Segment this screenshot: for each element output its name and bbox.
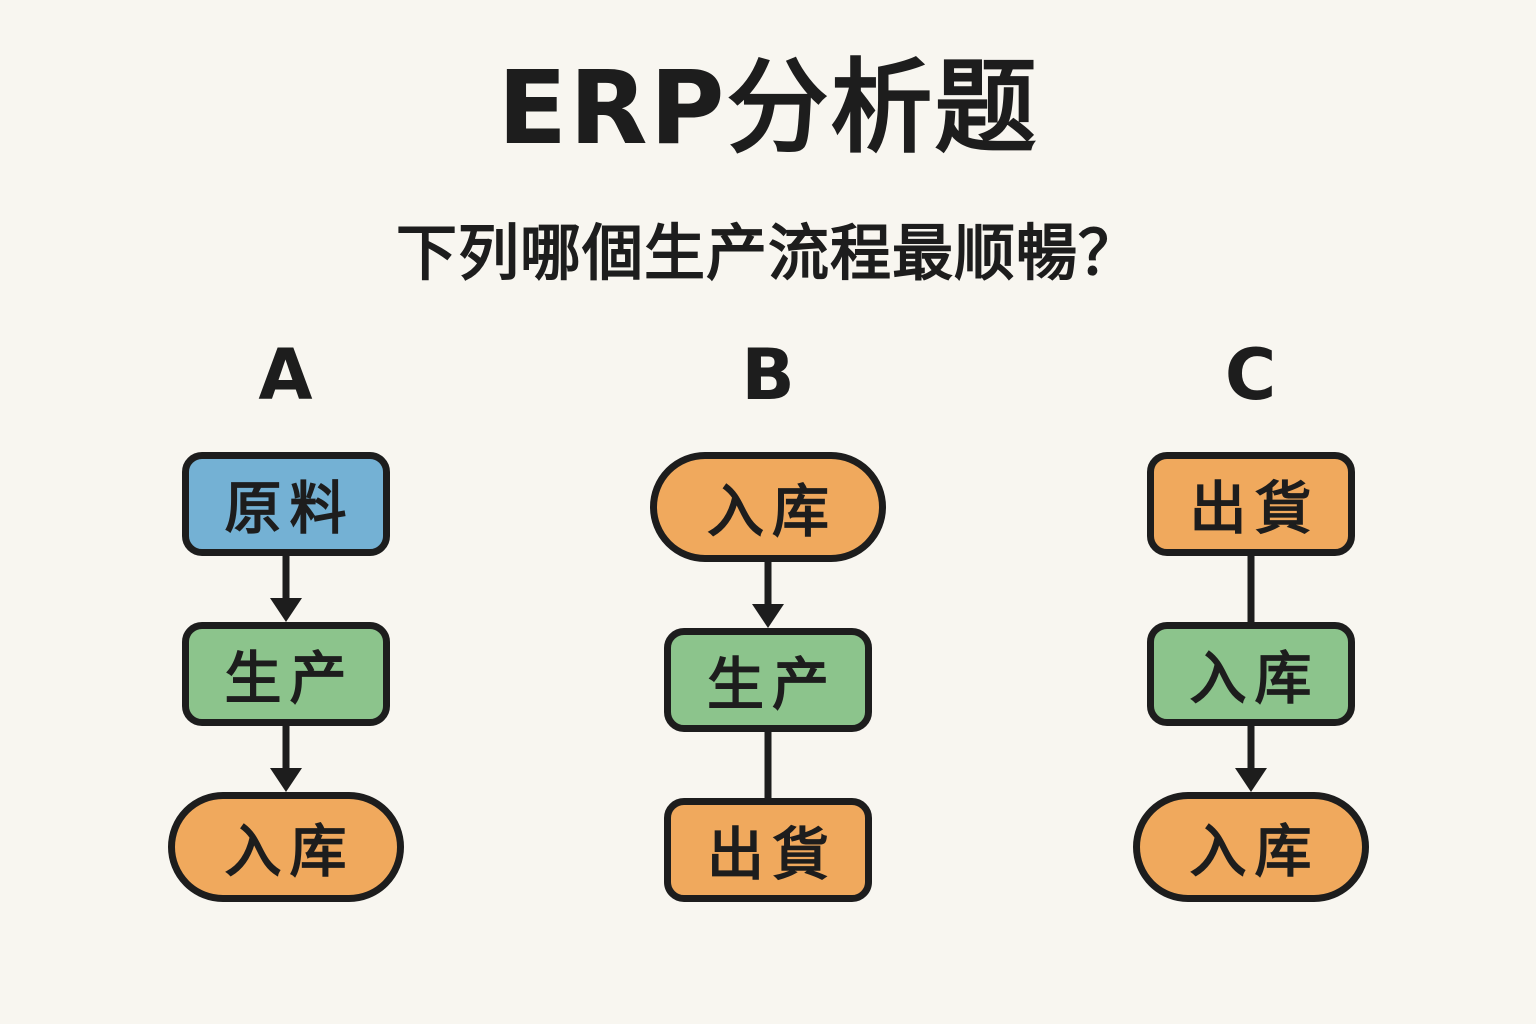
flow-options-row: A 原料 生产 入库 B 入库 生产 出貨 — [161, 334, 1376, 903]
line-connector — [1247, 556, 1254, 623]
node-inbound: 入库 — [167, 792, 404, 903]
node-shipping: 出貨 — [664, 798, 872, 903]
option-c-label: C — [1224, 334, 1277, 417]
node-shipping: 出貨 — [1146, 452, 1355, 557]
node-inbound: 入库 — [650, 452, 886, 563]
option-b-label: B — [741, 334, 795, 417]
node-production: 生产 — [664, 628, 872, 733]
node-inbound: 入库 — [1146, 622, 1355, 727]
page-title: ERP分析题 — [497, 49, 1039, 168]
node-inbound: 入库 — [1132, 792, 1369, 903]
arrow-down-icon — [752, 562, 784, 629]
flow-option-a: A 原料 生产 入库 — [161, 334, 411, 903]
option-a-label: A — [258, 334, 313, 417]
arrow-down-icon — [269, 726, 302, 793]
arrow-down-icon — [269, 556, 302, 623]
question-text: 下列哪個生产流程最顺暢？ — [395, 218, 1140, 290]
arrow-down-icon — [1234, 726, 1267, 793]
flow-option-c: C 出貨 入库 入库 — [1126, 334, 1376, 903]
node-raw-material: 原料 — [181, 452, 390, 557]
node-production: 生产 — [181, 622, 390, 727]
flow-option-b: B 入库 生产 出貨 — [643, 334, 893, 903]
line-connector — [764, 732, 772, 799]
